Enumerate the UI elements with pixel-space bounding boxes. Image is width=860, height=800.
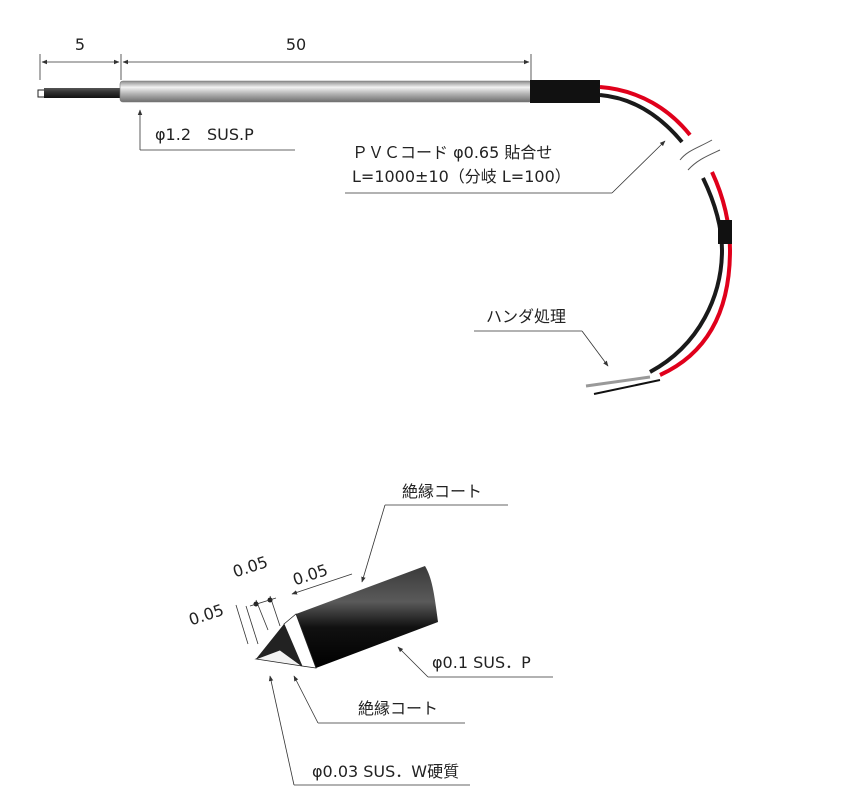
- tip-detail: 絶縁コート 0.05 0.05 0.05 φ0.1 SUS．P: [186, 482, 553, 786]
- dimension-a: 0.05: [186, 600, 259, 645]
- solder-label-leader: ハンダ処理: [474, 307, 609, 367]
- transition-sleeve: [530, 80, 600, 103]
- insulation-bottom-leader: 絶縁コート: [293, 675, 465, 724]
- insulation-top-leader: 絶縁コート: [361, 482, 508, 583]
- dimension-b: 0.05: [230, 552, 281, 631]
- insulation-bottom-label: 絶縁コート: [358, 699, 438, 718]
- dimension-body: 50: [122, 35, 532, 80]
- dimension-c: 0.05: [290, 560, 353, 595]
- cord-label-line1: ＰＶＣコード φ0.65 貼合せ: [352, 143, 552, 162]
- wire-label-leader: φ0.1 SUS．P: [397, 646, 553, 678]
- dimension-a-label: 0.05: [186, 600, 226, 629]
- cord-label-line2: L=1000±10（分岐 L=100）: [352, 167, 571, 186]
- top-assembly: 5 50 φ1.2 SUS.P: [37, 35, 733, 395]
- dimension-tip-label: 5: [75, 35, 85, 54]
- dimension-c-label: 0.05: [290, 560, 330, 589]
- sheath-label: φ1.2 SUS.P: [155, 125, 254, 144]
- insulation-top-label: 絶縁コート: [402, 482, 482, 501]
- probe-tip: [37, 88, 122, 98]
- dimension-tip: 5: [39, 35, 122, 80]
- probe-sheath: [119, 80, 533, 103]
- detail-wire-body: [296, 566, 438, 668]
- cord-label-leader: ＰＶＣコード φ0.65 貼合せ L=1000±10（分岐 L=100）: [345, 140, 666, 194]
- tip-label: φ0.03 SUS．W硬質: [312, 762, 459, 781]
- cord-wires: [585, 85, 733, 395]
- sheath-label-leader: φ1.2 SUS.P: [137, 109, 295, 151]
- dimension-body-label: 50: [286, 35, 306, 54]
- solder-label: ハンダ処理: [486, 307, 566, 326]
- dimension-b-label: 0.05: [230, 552, 270, 581]
- wire-label: φ0.1 SUS．P: [432, 653, 531, 672]
- tip-label-leader: φ0.03 SUS．W硬質: [268, 675, 470, 786]
